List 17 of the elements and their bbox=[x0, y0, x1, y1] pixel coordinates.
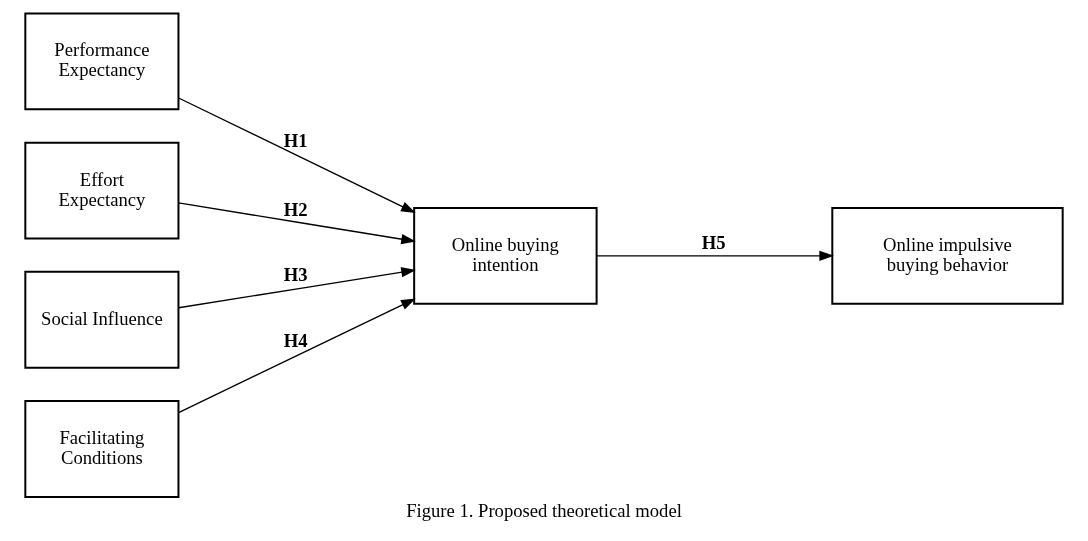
edge-label: H4 bbox=[283, 329, 308, 351]
edge-label: H2 bbox=[283, 199, 308, 221]
node-box: Facilitating Conditions bbox=[24, 400, 180, 498]
arrow bbox=[177, 267, 416, 309]
edge-label: H1 bbox=[283, 129, 308, 151]
node-box: Performance Expectancy bbox=[24, 12, 180, 111]
node-box: Effort Expectancy bbox=[24, 141, 180, 240]
arrow bbox=[177, 97, 416, 213]
edge-label: H5 bbox=[701, 232, 726, 254]
node-box: Online impulsive buying behavior bbox=[831, 206, 1064, 305]
node-box: Online buying intention bbox=[413, 206, 598, 305]
node-box: Social Influence bbox=[24, 270, 180, 369]
caption: Figure 1. Proposed theoretical model bbox=[406, 500, 682, 522]
arrow bbox=[177, 298, 416, 414]
edge-label: H3 bbox=[283, 264, 308, 286]
arrow bbox=[596, 250, 834, 261]
arrow bbox=[177, 202, 416, 245]
